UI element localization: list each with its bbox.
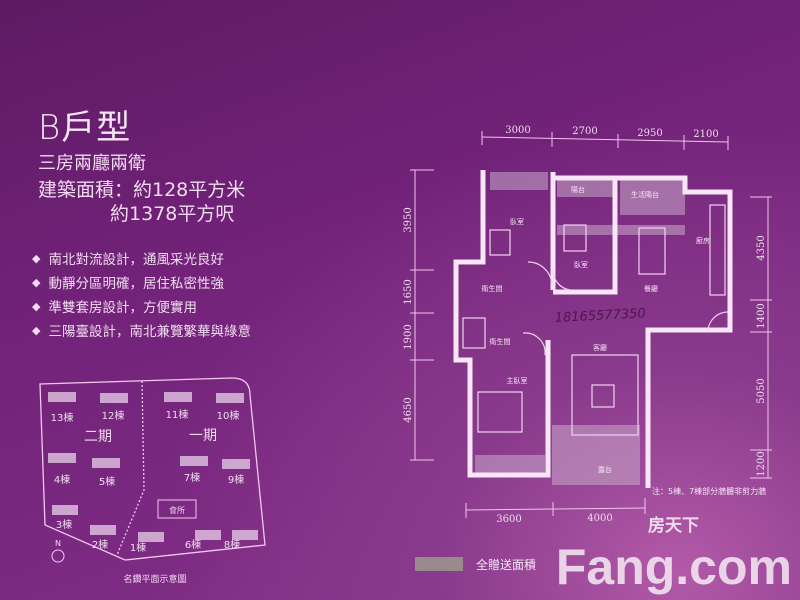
dimension-lines (410, 131, 772, 518)
watermark-logo: Fang.com (555, 539, 792, 595)
dim-label: 3950 (403, 207, 414, 232)
diamond-bullet-icon: ◆ (32, 299, 41, 313)
room-labels: 臥室 臥室 陽台 生活陽台 餐廳 廚房 衛生間 衛生間 主臥室 客廳 露台 注：… (482, 185, 767, 496)
dim-label: 1650 (403, 279, 414, 304)
clubhouse-label: 會所 (169, 505, 185, 515)
dim-label: 3000 (505, 125, 530, 136)
building-label: 8棟 (224, 538, 240, 551)
room-bedroom2: 臥室 (574, 260, 588, 269)
feature-text: 三陽臺設計，南北兼覽繁華與綠意 (48, 324, 251, 340)
building-label: 5棟 (99, 475, 115, 488)
area-sqm: 建築面積：約128平方米 (38, 179, 246, 201)
dim-label: 2700 (572, 126, 597, 137)
unit-layout: 三房兩廳兩衛 (38, 153, 146, 174)
dim-label: 4000 (587, 513, 612, 524)
compass-icon (51, 549, 65, 563)
dimension-labels: 3000 2700 2950 2100 3950 1650 1900 4650 … (403, 125, 767, 525)
room-living: 客廳 (593, 343, 607, 352)
dim-label: 1900 (403, 324, 414, 349)
building-label: 1棟 (130, 541, 146, 554)
dim-label: 3600 (496, 514, 521, 525)
feature-item: ◆ 動靜分區明確，居住私密性強 (32, 272, 224, 293)
dim-label: 5050 (756, 378, 767, 403)
dim-label: 4650 (403, 397, 414, 422)
feature-item: ◆ 準雙套房設計，方便實用 (32, 296, 197, 317)
building-label: 9棟 (228, 473, 244, 486)
room-kitchen: 廚房 (696, 236, 710, 245)
feature-text: 動靜分區明確，居住私密性強 (48, 276, 224, 292)
building-label: 2棟 (92, 538, 108, 551)
building-label: 4棟 (54, 473, 70, 486)
building-label: 13棟 (51, 411, 74, 424)
diamond-bullet-icon: ◆ (32, 251, 41, 265)
dim-label: 1400 (756, 303, 767, 328)
phase-divider (116, 380, 145, 556)
site-plan (39, 377, 266, 561)
building-icons (48, 392, 258, 542)
dim-label: 1200 (756, 451, 767, 476)
building-label: 12棟 (102, 409, 125, 422)
dim-label: 4350 (756, 235, 767, 260)
room-bath2: 衛生間 (490, 337, 511, 346)
building-label: 11棟 (166, 408, 189, 421)
diamond-bullet-icon: ◆ (32, 275, 41, 289)
feature-item: ◆ 南北對流設計，通風采光良好 (32, 248, 224, 269)
floor-plan: 臥室 臥室 陽台 生活陽台 餐廳 廚房 衛生間 衛生間 主臥室 客廳 露台 注：… (453, 170, 767, 496)
legend-swatch (415, 557, 463, 571)
feature-text: 準雙套房設計，方便實用 (48, 300, 197, 316)
handwritten-note: 18165577350 (554, 306, 646, 326)
site-buildings: 13棟 12棟 11棟 10棟 4棟 5棟 7棟 9棟 3棟 2棟 1棟 6棟 … (48, 392, 258, 585)
clubhouse-outline (157, 499, 197, 519)
building-label: 3棟 (56, 518, 72, 531)
phase1-label: 一期 (189, 428, 217, 444)
diamond-bullet-icon: ◆ (32, 323, 41, 337)
building-label: 6棟 (185, 538, 201, 551)
dim-label: 2100 (693, 129, 718, 140)
north-label: N (55, 539, 61, 548)
feature-text: 南北對流設計，通風采光良好 (48, 252, 224, 268)
building-label: 10棟 (217, 409, 240, 422)
feature-item: ◆ 三陽臺設計，南北兼覽繁華與綠意 (32, 320, 251, 341)
fixtures (462, 204, 729, 436)
site-boundary (39, 377, 266, 561)
watermark-cn: 房天下 (648, 516, 699, 536)
room-utility-balcony: 生活陽台 (631, 190, 659, 199)
room-dining: 餐廳 (644, 284, 658, 293)
phase2-label: 二期 (84, 429, 112, 445)
area-sqft: 約1378平方呎 (110, 203, 235, 225)
unit-title: B戶型 (38, 108, 132, 148)
room-bedroom1: 臥室 (510, 217, 524, 226)
dim-label: 2950 (637, 128, 662, 139)
room-balcony-top: 陽台 (571, 185, 585, 194)
site-plan-caption: 名鑽平面示意圖 (123, 573, 186, 585)
legend-label: 全贈送面積 (476, 557, 536, 572)
plan-note: 注：5棟、7棟部分牆體非剪力牆 (652, 486, 766, 496)
room-balcony-bottom: 露台 (598, 465, 612, 474)
building-label: 7棟 (184, 471, 200, 484)
room-master-bedroom: 主臥室 (507, 376, 528, 385)
room-bath1: 衛生間 (482, 284, 503, 293)
